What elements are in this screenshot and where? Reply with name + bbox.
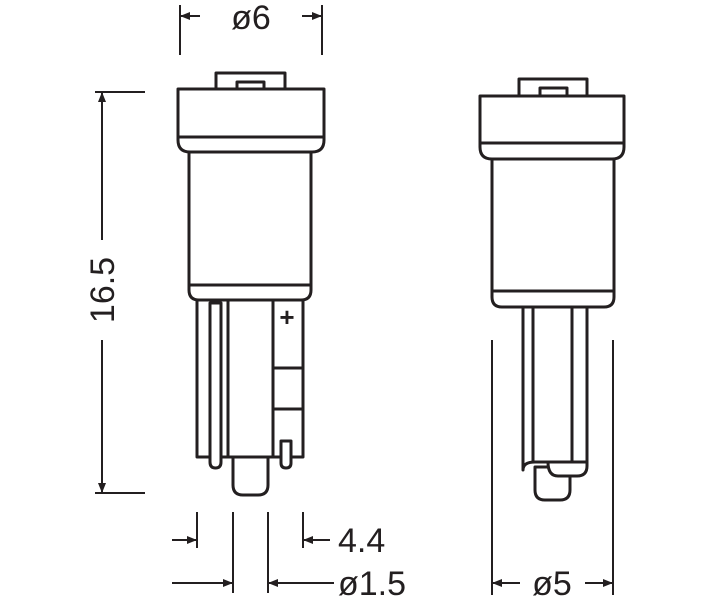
dimension-label: ø1.5 <box>338 565 406 600</box>
head <box>478 94 626 161</box>
dimension-pin-diameter: ø1.5 <box>172 512 406 600</box>
dimension-pin-spacing: 4.4 <box>172 512 385 560</box>
dimension-label: ø5 <box>532 565 572 600</box>
dimension-label: 4.4 <box>338 522 385 560</box>
dimension-label: 16.5 <box>84 257 122 323</box>
body <box>187 150 313 302</box>
right-pin <box>279 439 293 470</box>
led-dome <box>231 455 270 497</box>
polarity-plus-icon: + <box>279 302 294 332</box>
dimension-height: 16.5 <box>84 91 145 494</box>
body <box>490 157 616 309</box>
front-view-bulb: + <box>176 71 326 497</box>
dimension-top-diameter: ø6 <box>179 0 323 55</box>
head <box>176 87 326 154</box>
left-pin <box>208 301 223 470</box>
dimension-side-diameter: ø5 <box>491 340 614 600</box>
dimension-label: ø6 <box>231 0 271 37</box>
side-view-bulb <box>478 77 626 502</box>
